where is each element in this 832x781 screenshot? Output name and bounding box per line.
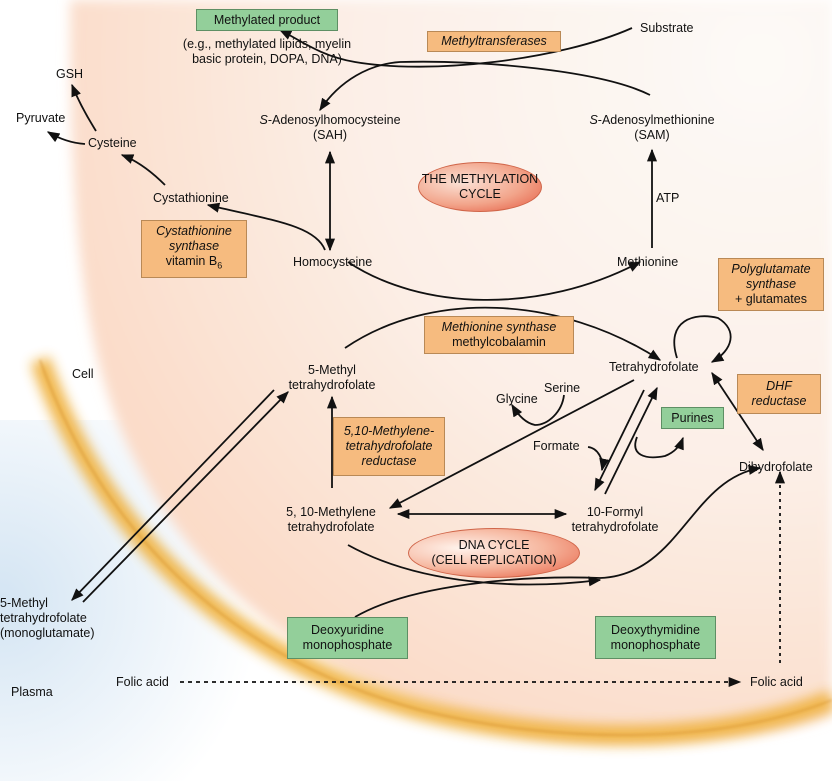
node-cystathionine: Cystathionine (153, 191, 229, 205)
node-sam: S-Adenosylmethionine (SAM) (572, 113, 732, 143)
label-atp: ATP (656, 191, 680, 205)
node-methylated-product-label: Methylated product (213, 12, 321, 27)
methylene-thf-line-1: 5, 10-Methylene (286, 505, 376, 519)
node-5-methyl-thf-monoglutamate: 5-Methyl tetrahydrofolate (monoglutamate… (0, 596, 95, 641)
enzyme-methyltransferases: Methyltransferases (427, 31, 561, 52)
node-folic-acid-plasma: Folic acid (116, 675, 169, 689)
enzyme-dhf-reductase: DHF reductase (737, 374, 821, 414)
methyl-thf-line-2: tetrahydrofolate (288, 378, 376, 392)
polyglutamate-cofactor: + glutamates (735, 292, 807, 306)
node-homocysteine: Homocysteine (293, 255, 373, 269)
node-deoxythymidine-monophosphate: Deoxythymidine monophosphate (595, 616, 716, 659)
node-glycine: Glycine (496, 392, 538, 406)
enzyme-mthfr: 5,10-Methylene- tetrahydrofolate reducta… (333, 417, 445, 476)
dna-cycle-line-1: DNA CYCLE (458, 538, 530, 552)
node-tetrahydrofolate: Tetrahydrofolate (609, 360, 699, 374)
methyl-thf-line-1: 5-Methyl (308, 363, 356, 377)
dump-line-2: monophosphate (302, 638, 393, 652)
enzyme-polyglutamate-synthase: Polyglutamate synthase + glutamates (718, 258, 824, 311)
examples-line-2: basic protein, DOPA, DNA) (192, 52, 342, 66)
node-methylated-product: Methylated product (196, 9, 338, 31)
node-cysteine: Cysteine (88, 136, 137, 150)
node-serine: Serine (544, 381, 581, 395)
mthfr-line-1: 5,10-Methylene- (343, 424, 435, 438)
methylation-cycle-line-2: CYCLE (459, 187, 501, 201)
sam-name: -Adenosylmethionine (597, 113, 715, 127)
dump-line-1: Deoxyuridine (311, 623, 384, 637)
polyglutamate-name-line-1: Polyglutamate (731, 262, 811, 276)
node-purines: Purines (661, 407, 724, 429)
methylation-cycle-ellipse: THE METHYLATION CYCLE (418, 162, 542, 212)
node-deoxyuridine-monophosphate: Deoxyuridine monophosphate (287, 617, 408, 659)
enzyme-methionine-synthase: Methionine synthase methylcobalamin (424, 316, 574, 354)
polyglutamate-name-line-2: synthase (745, 277, 797, 291)
methylation-cycle-line-1: THE METHYLATION (421, 172, 539, 186)
methylene-thf-line-2: tetrahydrofolate (287, 520, 375, 534)
dna-cycle-ellipse: DNA CYCLE (CELL REPLICATION) (408, 528, 580, 578)
node-sah: S-Adenosylhomocysteine (SAH) (250, 113, 410, 143)
dhfr-line-2: reductase (751, 394, 807, 408)
methyl-thf-mono-line-3: (monoglutamate) (0, 626, 95, 640)
dtmp-line-1: Deoxythymidine (611, 622, 700, 637)
sam-abbr: (SAM) (634, 128, 670, 142)
cbs-cofactor-sub: 6 (217, 260, 223, 271)
node-dihydrofolate: Dihydrofolate (739, 460, 813, 474)
node-5-10-methylene-thf: 5, 10-Methylene tetrahydrofolate (276, 505, 386, 535)
dtmp-line-2: monophosphate (610, 637, 701, 652)
methyl-thf-mono-line-1: 5-Methyl (0, 596, 48, 610)
node-folic-acid-cell: Folic acid (750, 675, 803, 689)
cbs-name-line-1: Cystathionine (156, 224, 232, 239)
enzyme-cystathionine-synthase: Cystathionine synthase vitamin B6 (141, 220, 247, 278)
enzyme-methyltransferases-label: Methyltransferases (441, 34, 547, 48)
formyl-thf-line-2: tetrahydrofolate (571, 520, 659, 534)
region-label-cell: Cell (72, 367, 94, 381)
node-pyruvate: Pyruvate (16, 111, 66, 125)
node-gsh: GSH (56, 67, 84, 81)
methionine-synthase-cofactor: methylcobalamin (452, 335, 546, 349)
region-label-plasma: Plasma (11, 685, 53, 699)
node-methionine: Methionine (617, 255, 679, 269)
node-purines-label: Purines (671, 410, 714, 425)
sah-name: -Adenosylhomocysteine (267, 113, 401, 127)
sah-prefix: S (259, 113, 268, 127)
formyl-thf-line-1: 10-Formyl (586, 505, 644, 519)
dhfr-line-1: DHF (766, 379, 792, 393)
methyl-thf-mono-line-2: tetrahydrofolate (0, 611, 87, 625)
examples-line-1: (e.g., methylated lipids, myelin (182, 37, 352, 51)
sam-prefix: S (589, 113, 598, 127)
methionine-synthase-name: Methionine synthase (441, 320, 557, 334)
cbs-cofactor: vitamin B (165, 254, 218, 269)
node-methylated-examples: (e.g., methylated lipids, myelin basic p… (172, 37, 362, 67)
mthfr-line-2: tetrahydrofolate (345, 439, 433, 453)
cbs-name-line-2: synthase (168, 239, 220, 254)
node-5-methyl-thf: 5-Methyl tetrahydrofolate (272, 363, 392, 393)
sah-abbr: (SAH) (312, 128, 348, 142)
dna-cycle-line-2: (CELL REPLICATION) (431, 553, 557, 567)
mthfr-line-3: reductase (361, 454, 417, 468)
node-formate: Formate (533, 439, 580, 453)
node-substrate: Substrate (640, 21, 694, 35)
node-10-formyl-thf: 10-Formyl tetrahydrofolate (555, 505, 675, 535)
